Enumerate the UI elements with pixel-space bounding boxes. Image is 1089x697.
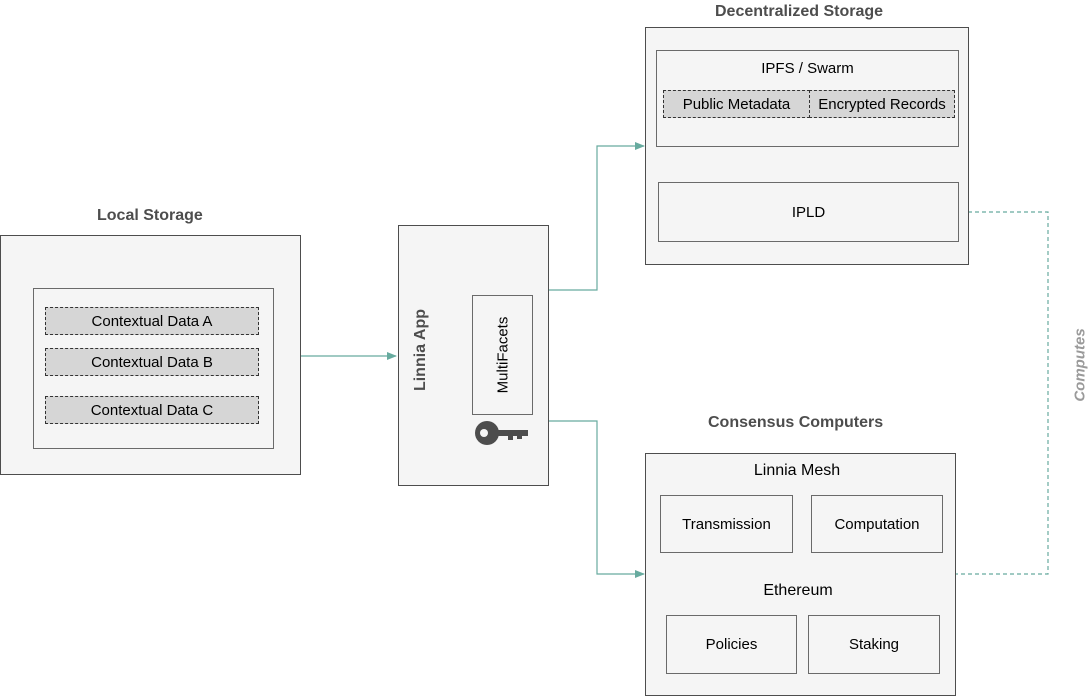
encrypted-records: Encrypted Records (809, 90, 955, 118)
staking-box: Staking (808, 615, 940, 674)
decentralized-storage-title: Decentralized Storage (715, 3, 884, 20)
multifacets-box (472, 295, 533, 415)
policies-box: Policies (666, 615, 797, 674)
computes-dashed-arrow (646, 208, 1049, 575)
consensus-computers-title: Consensus Computers (708, 414, 884, 431)
contextual-data-c: Contextual Data C (45, 396, 259, 424)
computes-edge-label: Computes (1071, 328, 1089, 402)
public-metadata: Public Metadata (663, 90, 810, 118)
multifacets-label: MultiFacets (494, 316, 512, 394)
computation-box: Computation (811, 495, 943, 553)
local-storage-title: Local Storage (97, 207, 203, 224)
key-icon (474, 420, 530, 446)
contextual-data-b: Contextual Data B (45, 348, 259, 376)
linnia-app-title: Linnia App (412, 308, 429, 392)
ipld-box: IPLD (658, 182, 959, 242)
transmission-box: Transmission (660, 495, 793, 553)
app-to-storage-arrow (549, 142, 645, 291)
ethereum-label: Ethereum (763, 582, 833, 599)
ipfs-swarm-label: IPFS / Swarm (761, 59, 854, 77)
linnia-mesh-label: Linnia Mesh (753, 462, 841, 479)
app-to-consensus-arrow (549, 420, 645, 578)
contextual-data-a: Contextual Data A (45, 307, 259, 335)
